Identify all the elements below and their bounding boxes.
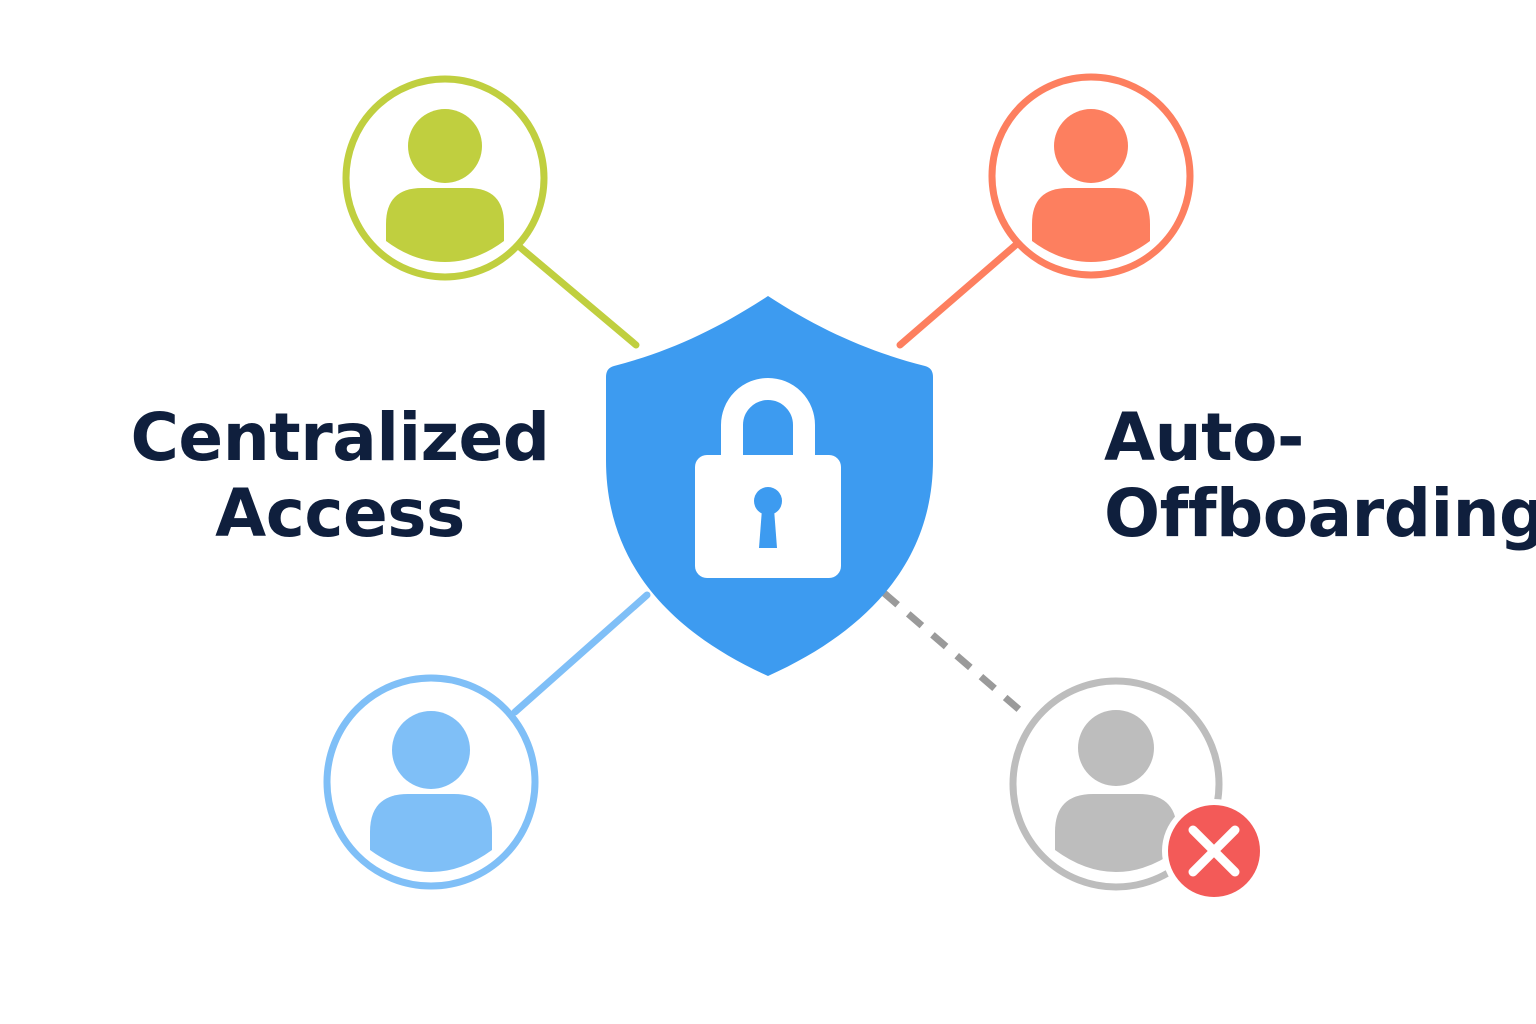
auto-offboarding-line2: Offboarding xyxy=(1104,475,1536,552)
centralized-access-line1: Centralized xyxy=(130,399,551,476)
centralized-access-label: Centralized Access xyxy=(120,400,560,552)
close-icon xyxy=(1162,799,1266,903)
user-icon-green xyxy=(342,75,548,281)
connector-gray-dashed xyxy=(881,590,1025,715)
padlock-icon xyxy=(695,378,841,578)
auto-offboarding-line1: Auto- xyxy=(1104,399,1304,476)
user-icon-blue xyxy=(323,674,539,890)
connector-orange xyxy=(896,239,1022,349)
user-icon-orange xyxy=(988,73,1194,279)
centralized-access-line2: Access xyxy=(215,475,465,552)
connector-green xyxy=(511,239,640,349)
shield-lock-icon xyxy=(606,296,933,676)
auto-offboarding-label: Auto- Offboarding xyxy=(1104,399,1536,552)
connector-blue xyxy=(511,591,651,716)
